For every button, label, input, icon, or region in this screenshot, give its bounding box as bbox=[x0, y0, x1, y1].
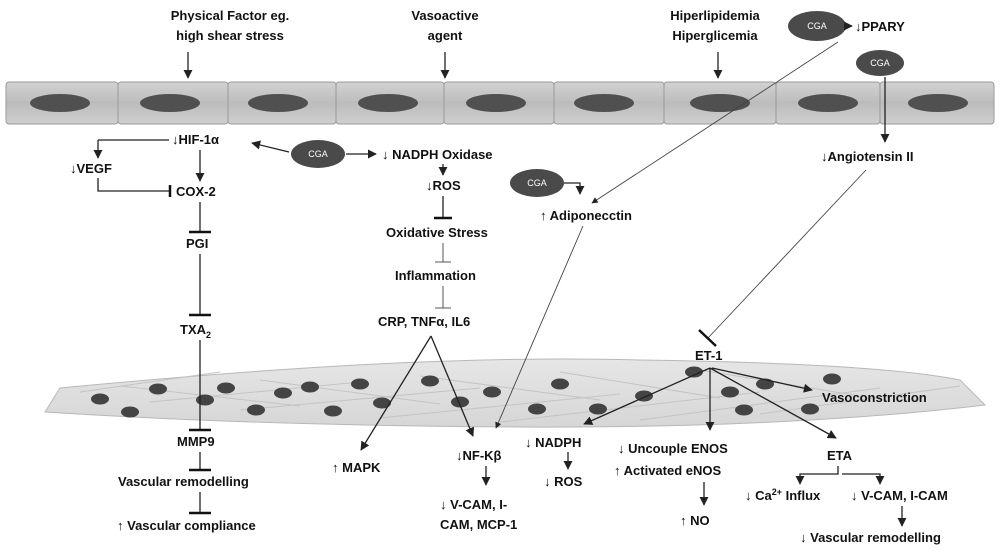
adiponectin-to-nfkb bbox=[495, 225, 584, 429]
cga-node-ppary: CGA bbox=[856, 50, 904, 76]
mapk-label: ↑ MAPK bbox=[332, 460, 381, 475]
adiponectin-label: ↑ Adiponecctin bbox=[540, 208, 632, 223]
nadph-oxidase-label: ↓ NADPH Oxidase bbox=[382, 147, 493, 162]
cga-node-hif: CGA bbox=[291, 140, 345, 168]
vcam-label-2: CAM, MCP-1 bbox=[440, 517, 517, 532]
eta-label: ETA bbox=[827, 448, 853, 463]
ppary-to-adiponectin bbox=[591, 41, 839, 204]
svg-text:CGA: CGA bbox=[308, 149, 328, 159]
angiotensin-to-et1 bbox=[707, 169, 867, 339]
uncouple-enos-label: ↓ Uncouple ENOS bbox=[618, 441, 728, 456]
hyperlipidemia-label: Hiperlipidemia bbox=[670, 8, 760, 23]
angiotensin-label: ↓Angiotensin II bbox=[821, 149, 913, 164]
cox2-label: COX-2 bbox=[176, 184, 216, 199]
et1-to-vasoconstriction bbox=[711, 367, 813, 393]
ca-influx-label: ↓ Ca2+ Influx bbox=[745, 487, 821, 503]
cga-node-top: CGA bbox=[788, 11, 846, 41]
ros-label: ↓ROS bbox=[426, 178, 461, 193]
vcam-label-1: ↓ V-CAM, I- bbox=[440, 497, 507, 512]
no-label: ↑ NO bbox=[680, 513, 710, 528]
eta-to-vcam bbox=[842, 473, 885, 485]
ppary-label: ↓PPARY bbox=[855, 19, 905, 34]
vegf-label: ↓VEGF bbox=[70, 161, 112, 176]
physical-factor-label-2: high shear stress bbox=[176, 28, 284, 43]
vasoactive-label-1: Vasoactive bbox=[411, 8, 478, 23]
mmp9-label: MMP9 bbox=[177, 434, 215, 449]
cytokines-to-nfkb bbox=[430, 335, 475, 437]
vegf-cox2-connector bbox=[97, 178, 170, 192]
hif-label: ↓HIF-1α bbox=[172, 132, 219, 147]
physical-factor-label-1: Physical Factor eg. bbox=[171, 8, 290, 23]
vasoactive-label-2: agent bbox=[428, 28, 463, 43]
cytokines-to-mapk bbox=[360, 335, 432, 451]
endothelial-layer bbox=[5, 81, 995, 125]
ros2-label: ↓ ROS bbox=[544, 474, 583, 489]
vasoconstriction-label: Vasoconstriction bbox=[822, 390, 927, 405]
oxidative-stress-label: Oxidative Stress bbox=[386, 225, 488, 240]
vcam-icam-label: ↓ V-CAM, I-CAM bbox=[851, 488, 948, 503]
svg-text:CGA: CGA bbox=[527, 178, 547, 188]
pgi-label: PGI bbox=[186, 236, 208, 251]
cga-to-adiponectin bbox=[564, 182, 585, 195]
vascular-remodelling-label: Vascular remodelling bbox=[118, 474, 249, 489]
vascular-remodelling-right-label: ↓ Vascular remodelling bbox=[800, 530, 941, 545]
cga-node-ros: CGA bbox=[510, 169, 564, 197]
vascular-compliance-label: ↑ Vascular compliance bbox=[117, 518, 256, 533]
cytokines-label: CRP, TNFα, IL6 bbox=[378, 314, 470, 329]
eta-to-ca bbox=[795, 466, 839, 485]
angiotensin-et1-bar bbox=[698, 329, 717, 347]
activated-enos-label: ↑ Activated eNOS bbox=[614, 463, 721, 478]
nfkb-label: ↓NF-Kβ bbox=[456, 448, 502, 463]
hyperglicemia-label: Hiperglicemia bbox=[672, 28, 758, 43]
et1-to-eta bbox=[709, 367, 837, 439]
nadph-label: ↓ NADPH bbox=[525, 435, 581, 450]
txa2-label: TXA2 bbox=[180, 322, 211, 340]
inflammation-label: Inflammation bbox=[395, 268, 476, 283]
et1-to-nadph bbox=[583, 367, 711, 425]
svg-text:CGA: CGA bbox=[807, 21, 827, 31]
cga-to-hif bbox=[251, 140, 290, 153]
et1-label: ET-1 bbox=[695, 348, 722, 363]
svg-text:CGA: CGA bbox=[870, 58, 890, 68]
